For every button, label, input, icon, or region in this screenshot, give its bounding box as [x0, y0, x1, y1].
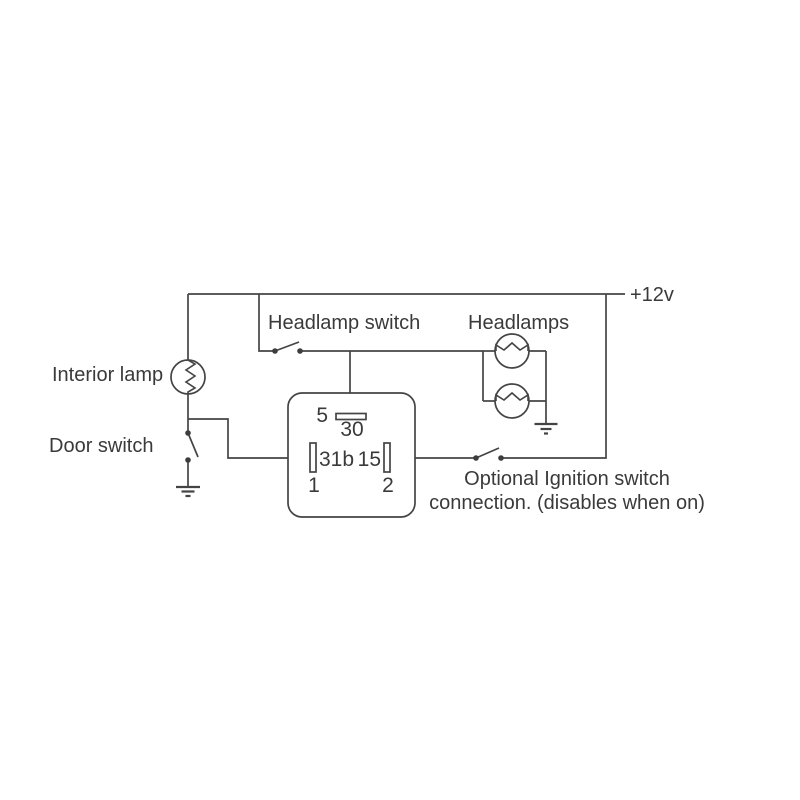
ignition-switch-symbol [473, 447, 504, 461]
headlamp-switch-symbol [272, 341, 303, 354]
interior-lamp-label: Interior lamp [52, 364, 163, 386]
headlamp-bulb-top-icon [494, 333, 530, 369]
relay-terminal-30-label: 30 [340, 418, 363, 441]
interior-lamp-bulb-icon [170, 359, 206, 395]
interior-lamp-filament-icon [184, 359, 197, 394]
headlamp-switch-contact-left [272, 348, 278, 354]
headlamp-switch-label: Headlamp switch [268, 312, 420, 334]
junction-to-relay-31b-wire [188, 418, 310, 459]
relay-terminal-31b-label: 31b [319, 448, 354, 471]
headlamps-label: Headlamps [468, 312, 569, 334]
door-switch-arm [187, 432, 199, 458]
relay-outline [287, 392, 416, 518]
headlamp-bulb-bottom-icon [494, 383, 530, 419]
headlamp-switch-arm [274, 341, 300, 352]
relay-pin-2-label: 2 [382, 474, 394, 497]
door-switch-label: Door switch [49, 435, 153, 457]
ignition-note-line2: connection. (disables when on) [429, 492, 705, 514]
relay-terminal-15-label: 15 [358, 448, 381, 471]
ignition-note-line1: Optional Ignition switch [464, 468, 670, 490]
ignition-switch-contact-left [473, 455, 479, 461]
supply-to-headlamp-switch-wire [258, 294, 275, 352]
door-switch-contact-bottom [185, 457, 191, 463]
door-switch-ground-icon [176, 485, 200, 498]
supply-label: +12v [630, 284, 674, 306]
relay-terminal-15-bar [383, 442, 391, 473]
ignition-switch-to-supply-wire [501, 294, 607, 459]
door-switch-symbol [185, 430, 199, 463]
relay-box: 5 30 31b 15 1 2 [287, 392, 416, 518]
relay-terminal-5-label: 5 [316, 404, 328, 427]
relay-terminal-30-bar [335, 412, 367, 421]
headlamp-switch-contact-right [297, 348, 303, 354]
interior-lamp-symbol [170, 359, 206, 395]
ignition-switch-contact-right [498, 455, 504, 461]
door-switch-contact-top [185, 430, 191, 436]
ignition-switch-arm [475, 447, 500, 459]
relay-terminal-31b-bar [309, 442, 317, 473]
headlamps-ground-icon [534, 422, 558, 435]
relay-pin-1-label: 1 [308, 474, 320, 497]
